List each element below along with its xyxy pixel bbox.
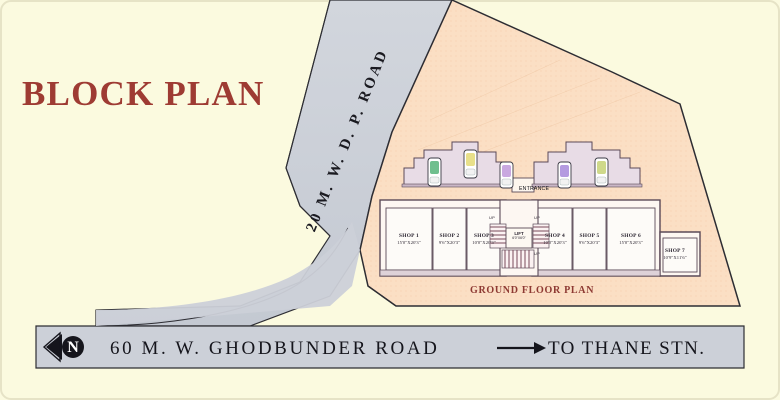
shop-row-structure — [379, 199, 701, 277]
ground-floor-plan-caption: GROUND FLOOR PLAN — [470, 285, 595, 296]
car-icon — [427, 157, 442, 187]
right-arrow-icon — [497, 342, 546, 354]
lift-title: LIFT — [514, 231, 524, 236]
stair-up-tag-upper: UP — [534, 215, 540, 220]
dp-road-kerb-left — [285, 0, 331, 237]
car-icon — [463, 149, 478, 179]
page-title: BLOCK PLAN — [22, 74, 265, 113]
lift-dimension: 6'0"X6'0" — [512, 236, 526, 240]
north-arrow-icon — [42, 331, 84, 363]
stair-up-tag-left: UP — [489, 215, 495, 220]
road-apron — [96, 222, 360, 326]
plot-edge-south — [367, 285, 397, 307]
parking-cars — [427, 149, 609, 189]
stair-lift-core — [489, 199, 550, 277]
stair-flight-lower — [501, 249, 535, 269]
car-icon — [557, 161, 572, 189]
compass-letter: N — [67, 339, 79, 356]
ghodbunder-road-band — [35, 325, 745, 369]
stair-flight-left — [489, 223, 507, 249]
thane-direction-label: TO THANE STN. — [548, 338, 706, 359]
car-icon — [499, 161, 514, 189]
stair-flight-right — [532, 223, 550, 249]
car-icon — [594, 157, 609, 187]
ghodbunder-road-label: 60 M. W. GHODBUNDER ROAD — [110, 338, 440, 359]
lift-label: LIFT 6'0"X6'0" — [506, 231, 532, 240]
stair-up-tag-right: UP — [534, 251, 540, 256]
lift-shaft — [505, 227, 533, 249]
entrance-label: ENTRANCE — [519, 186, 550, 192]
